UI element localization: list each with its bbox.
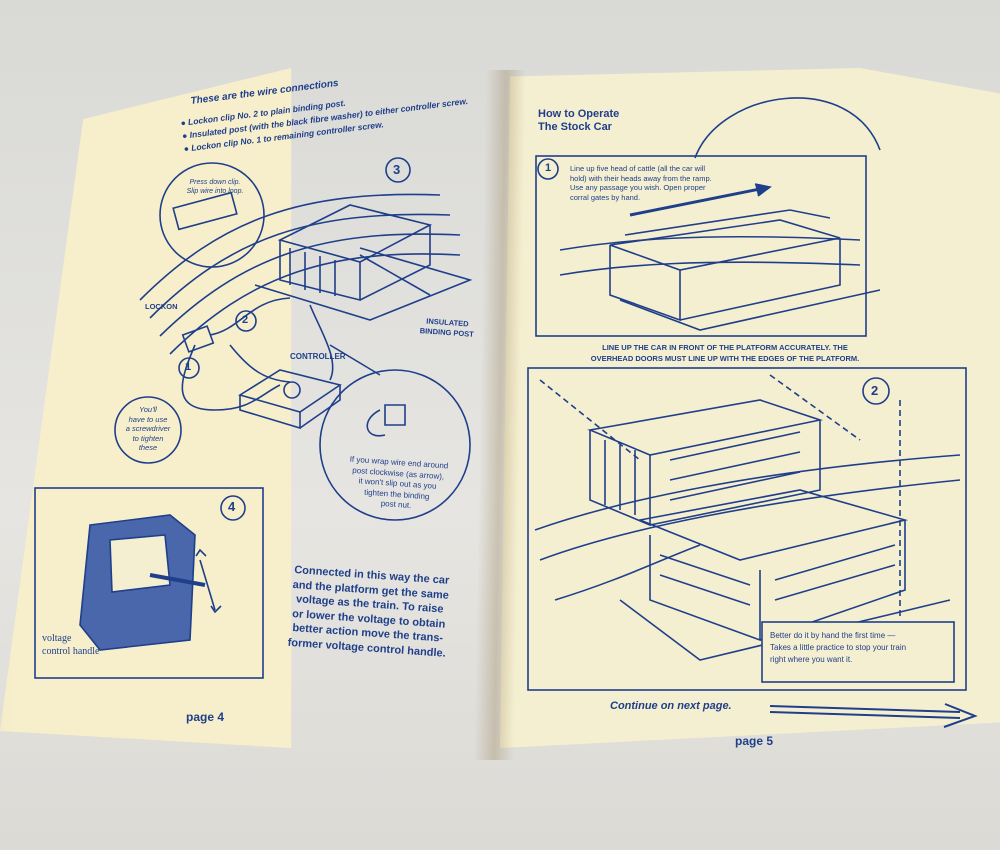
- controller-label: CONTROLLER: [290, 352, 346, 361]
- alignment-caption: LINE UP THE CAR IN FRONT OF THE PLATFORM…: [590, 343, 860, 363]
- insulated-post-label: INSULATED BINDING POST: [419, 316, 475, 339]
- page-4-number: page 4: [186, 710, 225, 724]
- hand-tip-text: Better do it by hand the first time — Ta…: [770, 631, 907, 664]
- step-2-number: 2: [871, 383, 879, 398]
- number-2: 2: [242, 314, 249, 326]
- continue-next-page: Continue on next page.: [610, 700, 732, 712]
- step-3-number: 3: [393, 162, 401, 177]
- step-1-text: Line up five head of cattle (all the car…: [570, 164, 712, 202]
- step-4-number: 4: [228, 499, 236, 514]
- number-1: 1: [185, 361, 192, 373]
- clip-callout: Press down clip. Slip wire into loop.: [186, 179, 244, 195]
- page-5-number: page 5: [735, 734, 774, 748]
- screwdriver-note: You'll have to use a screwdriver to tigh…: [125, 405, 171, 452]
- platform-voltage-paragraph: Connected in this way the car and the pl…: [287, 564, 450, 660]
- stock-car-title: How to Operate The Stock Car: [538, 108, 620, 133]
- step-1-number: 1: [545, 162, 552, 174]
- voltage-control-label: voltage control handle: [42, 633, 100, 657]
- wrap-tip-text: If you wrap wire end around post clockwi…: [349, 454, 449, 511]
- lockon-label: LOCKON: [145, 302, 178, 311]
